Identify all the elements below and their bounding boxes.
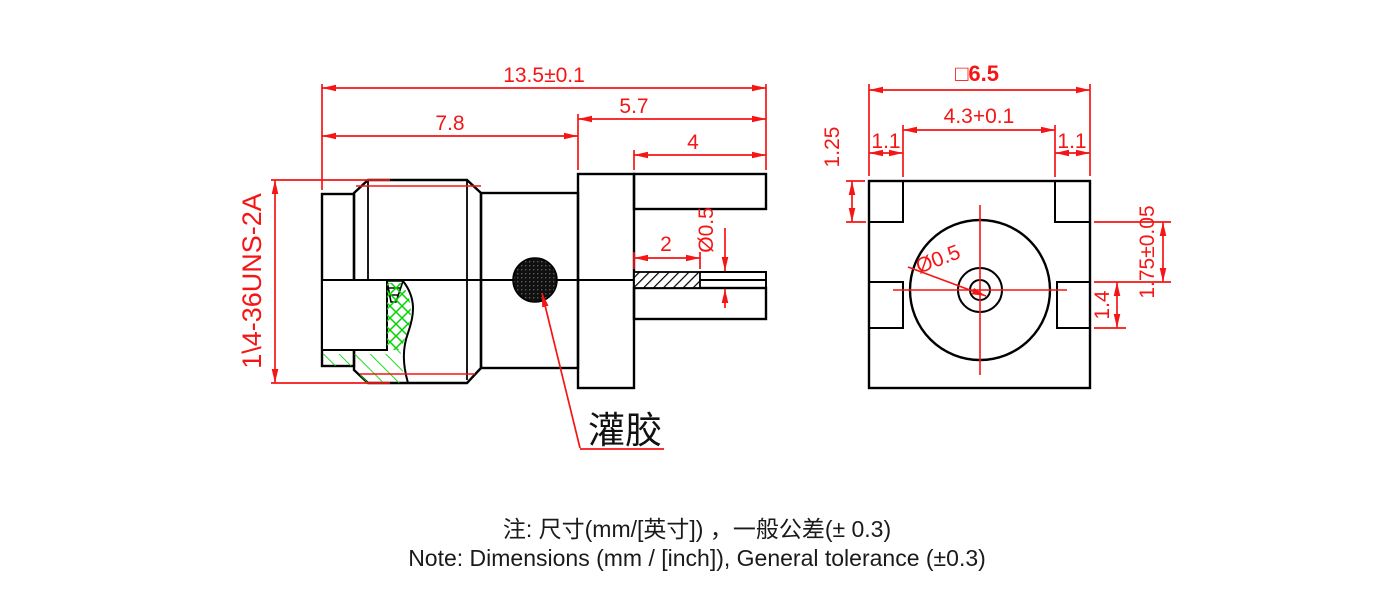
end-body	[867, 179, 1092, 390]
dim-pin-exposed: 2	[660, 233, 672, 256]
dim-square-size: □6.5	[955, 61, 999, 86]
side-hex-body	[352, 178, 483, 385]
end-notch-right	[1056, 281, 1090, 329]
end-pin-leader	[907, 266, 987, 297]
dim-center-offset: 1.75±0.05	[1136, 205, 1159, 298]
note-line-zh: 注: 尺寸(mm/[英寸]) ，一般公差(± 0.3)	[503, 516, 891, 542]
potting-glue-dot	[512, 257, 558, 303]
side-bottom-leg	[632, 286, 768, 321]
dim-tab-right: 1.1	[1057, 130, 1086, 153]
dim-leg-length: 4	[687, 131, 699, 154]
dim-overall-length: 13.5±0.1	[503, 64, 585, 87]
end-notch-left	[869, 281, 904, 329]
side-top-leg	[632, 172, 768, 211]
dim-notch-height: 1.4	[1091, 290, 1114, 320]
end-corner-step-left	[869, 181, 904, 223]
thread-spec-label: 1\4-36UNS-2A	[237, 193, 267, 369]
side-pin-hatched	[633, 271, 701, 289]
potting-glue-label: 灌胶	[588, 410, 662, 451]
dim-tail-length: 5.7	[619, 95, 648, 118]
end-view-dimensions	[846, 84, 1171, 375]
dim-body-length: 7.8	[435, 112, 464, 135]
dim-pin-diameter-side: Ø0.5	[695, 207, 718, 253]
end-corner-step-right	[1054, 181, 1090, 223]
note-line-en: Note: Dimensions (mm / [inch]), General …	[408, 545, 986, 571]
dim-tab-left: 1.1	[871, 130, 900, 153]
dim-corner-step: 1.25	[821, 127, 844, 168]
dim-slot-width: 4.3+0.1	[944, 105, 1015, 128]
glue-leader	[541, 292, 581, 449]
dim-pin-diameter-end: Ø0.5	[913, 241, 964, 279]
side-break-curve	[402, 280, 414, 384]
insulator-crosshatch	[387, 283, 411, 350]
side-view-dimensions	[271, 84, 767, 450]
side-cavity	[321, 279, 388, 351]
